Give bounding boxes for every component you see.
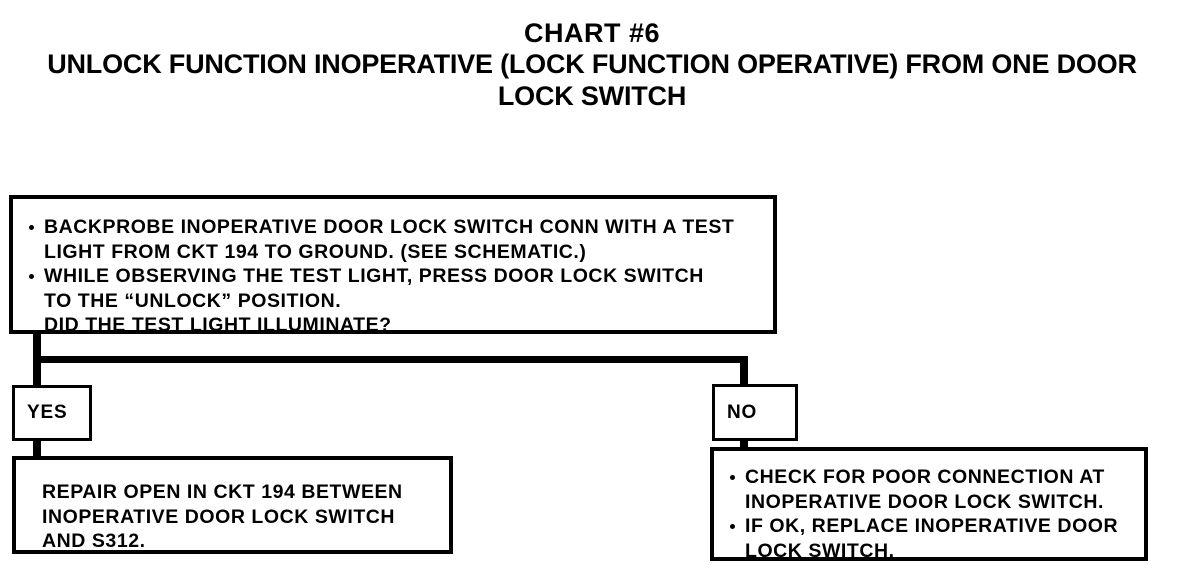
connector-horizontal-bar [33, 356, 748, 363]
result-box-no-text: CHECK FOR POOR CONNECTION AT INOPERATIVE… [714, 451, 1144, 563]
branch-label-yes: YES [12, 385, 92, 441]
result-no-bullet-2: IF OK, REPLACE INOPERATIVE DOOR LOCK SWI… [728, 514, 1136, 563]
result-no-bullet-1: CHECK FOR POOR CONNECTION AT INOPERATIVE… [728, 465, 1136, 514]
branch-label-no: NO [712, 384, 798, 441]
result-box-yes-text: REPAIR OPEN IN CKT 194 BETWEEN INOPERATI… [16, 460, 449, 554]
result-yes-line-2: INOPERATIVE DOOR LOCK SWITCH [42, 505, 396, 528]
decision-bullet-1-line-1: BACKPROBE INOPERATIVE DOOR LOCK SWITCH C… [44, 216, 735, 238]
decision-box: BACKPROBE INOPERATIVE DOOR LOCK SWITCH C… [9, 195, 777, 336]
decision-bullet-2-line-3: DID THE TEST LIGHT ILLUMINATE? [44, 314, 392, 336]
connector-no-to-result [740, 438, 748, 451]
result-no-bullet-2-line-1: IF OK, REPLACE INOPERATIVE DOOR [745, 515, 1119, 537]
decision-bullet-2: WHILE OBSERVING THE TEST LIGHT, PRESS DO… [27, 264, 763, 338]
chart-title: CHART #6 UNLOCK FUNCTION INOPERATIVE (LO… [0, 18, 1184, 112]
result-no-bullet-2-line-2: LOCK SWITCH. [745, 539, 895, 562]
decision-bullet-1-line-2: LIGHT FROM CKT 194 TO GROUND. (SEE SCHEM… [44, 240, 587, 263]
connector-drop-to-no [740, 356, 748, 388]
decision-box-text: BACKPROBE INOPERATIVE DOOR LOCK SWITCH C… [13, 199, 773, 338]
result-no-bullet-list: CHECK FOR POOR CONNECTION AT INOPERATIVE… [728, 465, 1136, 563]
connector-yes-to-result [33, 438, 41, 460]
decision-bullet-2-line-2: TO THE “UNLOCK” POSITION. [44, 289, 342, 312]
decision-bullet-1: BACKPROBE INOPERATIVE DOOR LOCK SWITCH C… [27, 215, 763, 264]
branch-label-yes-text: YES [27, 402, 68, 423]
branch-label-no-text: NO [727, 401, 758, 423]
chart-title-line-1: CHART #6 [523, 18, 661, 48]
result-no-bullet-1-line-1: CHECK FOR POOR CONNECTION AT [745, 466, 1105, 488]
result-yes-line-3: AND S312. [42, 530, 146, 552]
result-no-bullet-1-line-2: INOPERATIVE DOOR LOCK SWITCH. [745, 490, 1105, 513]
decision-bullet-list: BACKPROBE INOPERATIVE DOOR LOCK SWITCH C… [27, 215, 763, 338]
connector-drop-to-yes [33, 356, 41, 388]
decision-bullet-2-line-1: WHILE OBSERVING THE TEST LIGHT, PRESS DO… [44, 265, 704, 287]
connector-decision-stub [33, 332, 41, 362]
result-yes-line-1: REPAIR OPEN IN CKT 194 BETWEEN [42, 481, 403, 503]
chart-title-line-2: UNLOCK FUNCTION INOPERATIVE (LOCK FUNCTI… [47, 49, 1137, 111]
result-box-yes: REPAIR OPEN IN CKT 194 BETWEEN INOPERATI… [12, 456, 453, 554]
result-box-no: CHECK FOR POOR CONNECTION AT INOPERATIVE… [710, 447, 1148, 563]
